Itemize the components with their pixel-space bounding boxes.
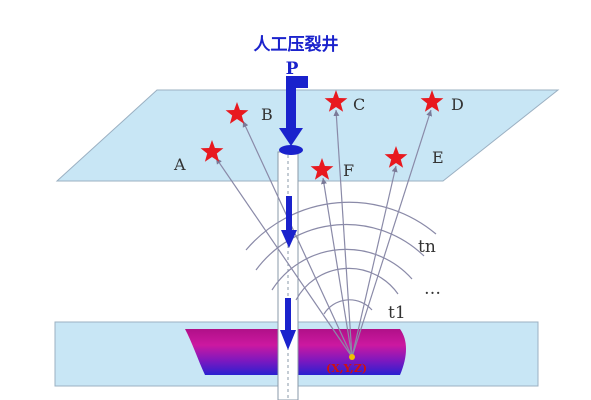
station-label-d: D xyxy=(451,95,464,114)
ray-to-station-e xyxy=(351,165,398,358)
wavefront-arc xyxy=(271,248,413,291)
ray-to-station-f xyxy=(320,177,353,358)
station-label-e: E xyxy=(432,148,444,167)
down-arrow-shaft xyxy=(285,298,291,334)
station-star-f xyxy=(310,158,334,180)
station-star-c xyxy=(324,90,348,112)
station-label-b: B xyxy=(261,105,273,124)
station-stars xyxy=(200,90,444,180)
well-label: P xyxy=(286,59,299,79)
wavefront-label-ellipsis: … xyxy=(424,279,441,299)
ray-paths xyxy=(215,109,433,358)
station-star-e xyxy=(384,146,408,168)
station-star-b xyxy=(225,102,249,124)
down-arrow-head xyxy=(280,330,296,350)
wavefront-label-t1: t1 xyxy=(388,303,406,323)
ray-to-station-c xyxy=(333,109,353,358)
wavefront-arc xyxy=(323,299,373,315)
source-point xyxy=(349,354,355,360)
p-arrow-shaft xyxy=(286,76,296,132)
wavefront-arc xyxy=(295,267,399,301)
ray-to-station-b xyxy=(242,120,353,358)
down-arrow-shaft xyxy=(286,196,292,234)
source-label: (X,Y,Z) xyxy=(326,362,367,375)
ray-to-station-d xyxy=(351,109,433,358)
ray-to-station-a xyxy=(215,157,353,358)
p-arrow-head xyxy=(279,128,303,146)
injection-arrows xyxy=(279,76,308,350)
station-label-c: C xyxy=(353,95,365,114)
diagram-title: 人工压裂井 xyxy=(254,34,339,55)
wellhead-opening xyxy=(279,145,303,155)
wavefronts xyxy=(245,201,437,315)
wavefront-arc xyxy=(245,201,437,251)
wavefront-arc xyxy=(255,223,425,271)
down-arrow-head xyxy=(281,230,297,248)
station-star-a xyxy=(200,140,224,162)
station-label-a: A xyxy=(173,155,186,174)
wavefront-label-tn: tn xyxy=(418,237,436,257)
surface-plane xyxy=(55,89,560,182)
station-label-f: F xyxy=(343,161,354,180)
station-star-d xyxy=(420,90,444,112)
